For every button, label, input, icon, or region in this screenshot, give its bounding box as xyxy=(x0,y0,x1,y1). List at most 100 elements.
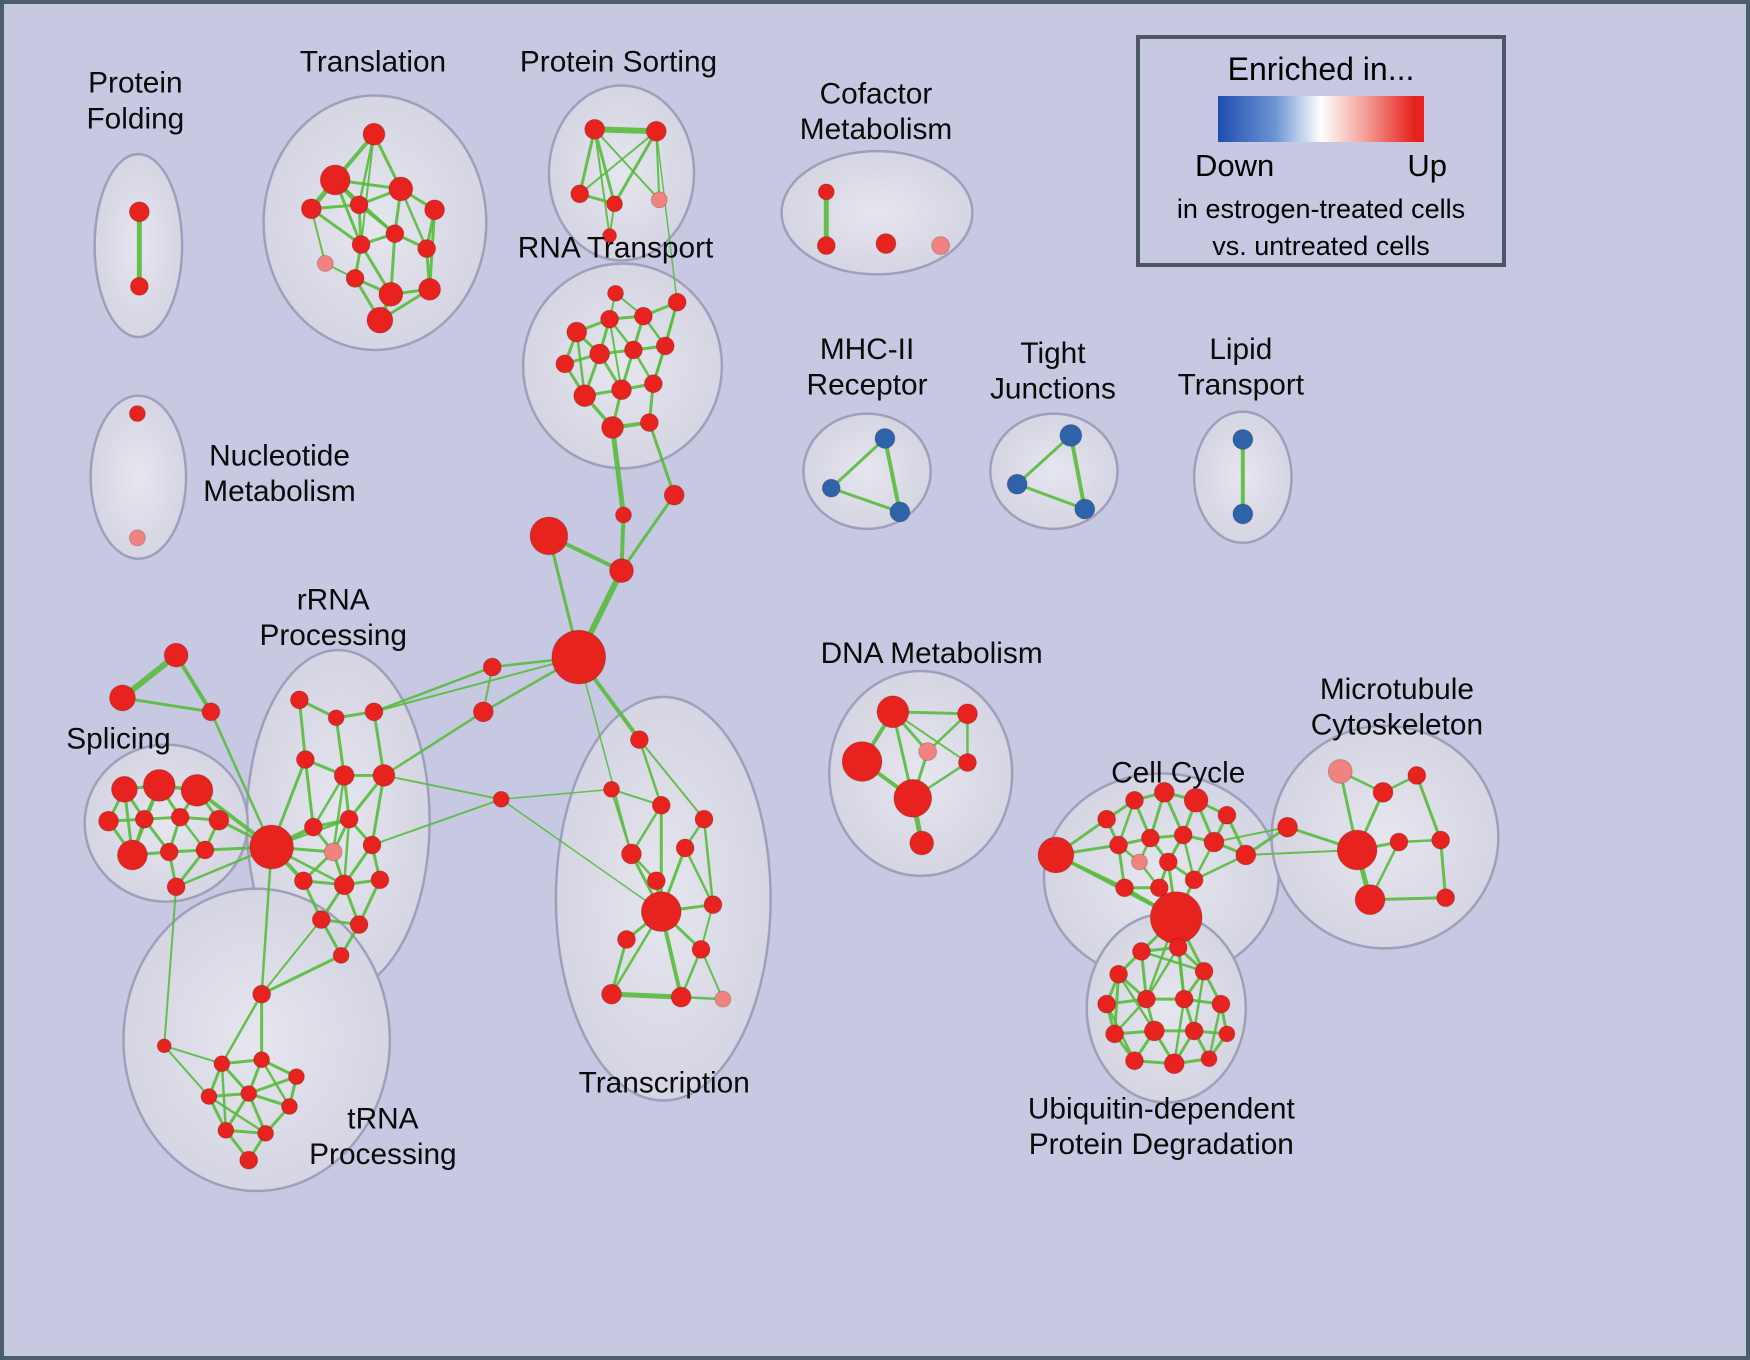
edge-ic8-tc8 xyxy=(500,798,663,913)
legend-subtitle-line2: vs. untreated cells xyxy=(1212,230,1430,261)
cluster-label-mhc-ii-receptor-line2: Receptor xyxy=(807,369,928,402)
node-cc8 xyxy=(1140,828,1160,848)
edge-tc1-tc3 xyxy=(638,738,663,807)
edge-ub3-ub10 xyxy=(1117,973,1156,1033)
cluster-label-rrna-processing-line2: Processing xyxy=(259,619,406,652)
node-ub7 xyxy=(1174,989,1194,1009)
node-nm2 xyxy=(128,529,146,547)
node-cc15 xyxy=(1149,878,1169,898)
edge-ps2-ps3 xyxy=(578,130,658,195)
cluster-label-cofactor-metabolism-line1: Cofactor xyxy=(820,77,933,110)
edge-tp3-tp9 xyxy=(220,1062,228,1132)
edge-tg2-tg3 xyxy=(120,696,213,714)
edge-rp15-tp1 xyxy=(260,918,323,996)
node-rt14 xyxy=(607,284,624,302)
node-ps5 xyxy=(650,191,668,209)
node-cc1 xyxy=(1037,836,1075,874)
node-ic1 xyxy=(615,506,632,524)
edge-ic5-rp3 xyxy=(372,656,580,713)
node-mh1 xyxy=(874,427,896,449)
edge-rp5-rp8 xyxy=(312,774,346,829)
edge-ps2-ps5 xyxy=(655,130,661,201)
node-cc6 xyxy=(1217,805,1237,825)
node-ic3 xyxy=(529,516,569,556)
node-rt3 xyxy=(633,306,653,326)
legend-up-label: Up xyxy=(1407,148,1447,183)
node-tp5 xyxy=(287,1068,305,1086)
edge-ps1-ps4 xyxy=(593,127,617,206)
node-tc3 xyxy=(651,795,671,815)
edge-tc6-tc9 xyxy=(683,846,715,906)
node-tc1 xyxy=(629,730,649,750)
node-cc17 xyxy=(1149,891,1203,944)
edge-ps1-ps3 xyxy=(578,127,597,196)
node-sp8 xyxy=(116,839,148,871)
edge-ic7-rp6 xyxy=(382,710,485,777)
node-ic2 xyxy=(663,484,685,506)
legend-gradient-bar xyxy=(1218,96,1424,142)
node-ps2 xyxy=(645,120,667,142)
node-tr8 xyxy=(351,235,371,255)
node-tc12 xyxy=(601,983,622,1005)
node-tc6 xyxy=(675,838,695,858)
edge-tr3-tr8 xyxy=(309,207,363,247)
node-ub11 xyxy=(1184,1021,1204,1041)
node-rp11 xyxy=(362,835,382,855)
edge-tr1-tr4 xyxy=(357,132,376,207)
edge-ps1-ps2 xyxy=(591,126,660,135)
node-tc14 xyxy=(714,990,732,1008)
node-cc10 xyxy=(1203,831,1225,853)
cluster-label-rrna-processing-line1: rRNA xyxy=(297,583,370,616)
node-rt1 xyxy=(566,321,588,343)
cluster-label-dna-metabolism: DNA Metabolism xyxy=(821,637,1043,670)
node-cm1 xyxy=(817,183,835,201)
edge-tg3-rp7 xyxy=(209,710,273,849)
nodes xyxy=(98,118,1456,1170)
node-rp17 xyxy=(332,946,350,964)
node-ub13 xyxy=(1125,1051,1144,1071)
edge-cc10-mc4 xyxy=(1213,826,1289,844)
cluster-label-tight-junctions-line1: Tight xyxy=(1020,337,1086,370)
edge-ps1-ps5 xyxy=(593,128,661,201)
node-rp12 xyxy=(293,871,313,891)
node-rt4 xyxy=(667,292,687,312)
node-ic4 xyxy=(609,558,634,584)
edge-sp11-tp2 xyxy=(163,885,178,1047)
node-cc12 xyxy=(1158,852,1178,872)
node-cc3 xyxy=(1125,790,1144,810)
edge-mh1-mh3 xyxy=(882,436,902,514)
cluster-label-protein-sorting: Protein Sorting xyxy=(520,46,717,79)
node-sp3 xyxy=(180,773,214,807)
node-tj1 xyxy=(1059,424,1083,447)
node-tr4 xyxy=(349,195,369,215)
node-tr5 xyxy=(388,176,414,202)
cluster-label-protein-folding-line2: Folding xyxy=(86,102,184,135)
node-tc10 xyxy=(617,930,636,949)
node-cc9 xyxy=(1173,825,1193,845)
cluster-label-lipid-transport-line2: Transport xyxy=(1178,369,1305,402)
edge-tj1-tj3 xyxy=(1068,433,1087,511)
node-tp2 xyxy=(156,1038,172,1054)
node-tc13 xyxy=(670,986,692,1008)
node-mh3 xyxy=(889,501,911,523)
edge-rp1-rp4 xyxy=(297,698,307,762)
node-tr1 xyxy=(362,122,386,146)
edge-tc1-tc4 xyxy=(638,738,706,821)
node-tc11 xyxy=(691,939,711,959)
node-mc4 xyxy=(1277,816,1298,838)
legend-subtitle-line1: in estrogen-treated cells xyxy=(1176,194,1466,224)
edge-tj1-tj2 xyxy=(1015,433,1073,486)
node-ub8 xyxy=(1211,994,1231,1014)
node-ub4 xyxy=(1194,961,1214,981)
node-sp2 xyxy=(142,768,176,802)
node-dm1 xyxy=(876,695,910,729)
node-cm2 xyxy=(816,236,836,256)
node-cm3 xyxy=(875,233,897,255)
node-rt5 xyxy=(555,354,575,374)
cluster-label-cofactor-metabolism-line2: Metabolism xyxy=(800,113,952,146)
node-ic6 xyxy=(482,657,502,677)
node-pf1 xyxy=(128,201,150,223)
edge-mc3-mc7 xyxy=(1415,773,1443,842)
node-rt8 xyxy=(655,336,675,356)
